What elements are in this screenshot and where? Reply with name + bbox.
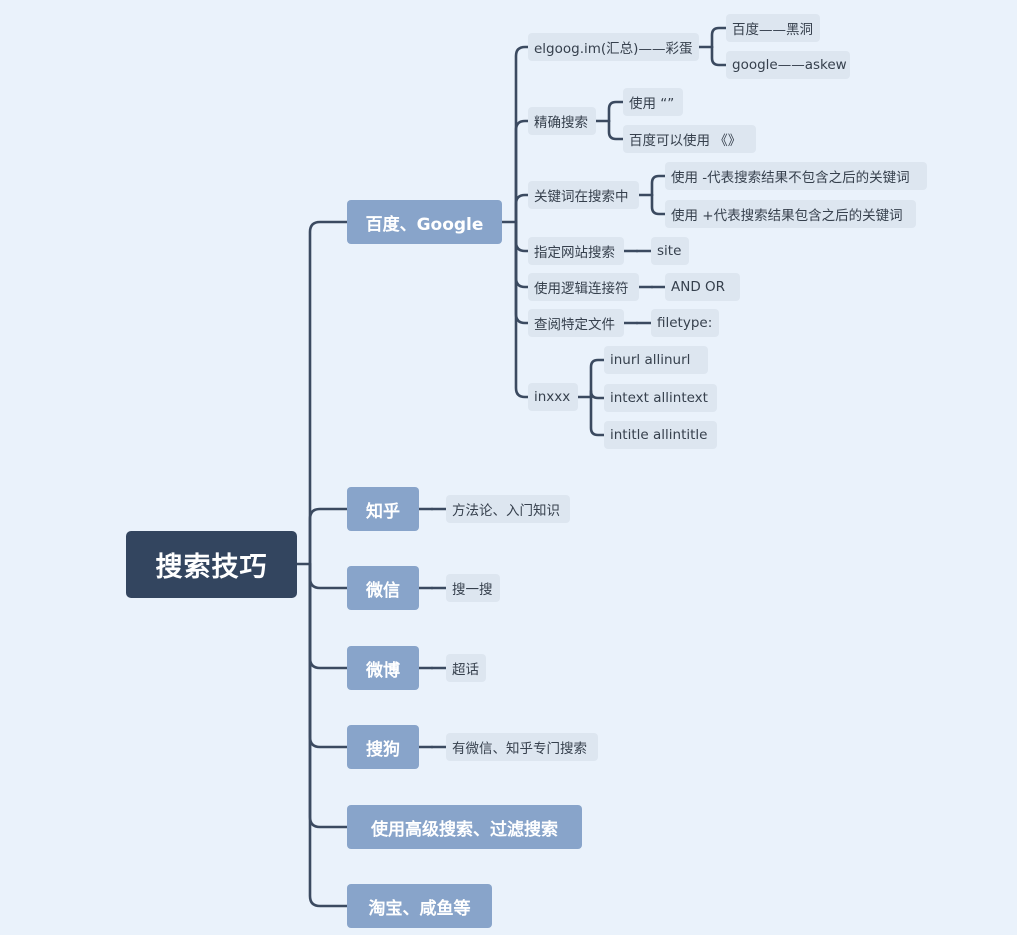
root-links-link-4 — [308, 562, 349, 749]
leaf-minus-operator[interactable]: 使用 -代表搜索结果不包含之后的关键词 — [665, 162, 927, 190]
leaf-plus-operator[interactable]: 使用 +代表搜索结果包含之后的关键词 — [665, 200, 916, 228]
google-links-link-0 — [514, 45, 530, 224]
leaf-site[interactable]: site — [651, 237, 689, 265]
topic-inxxx[interactable]: inxxx — [528, 383, 578, 411]
topic-keyword[interactable]: 关键词在搜索中 — [528, 181, 639, 209]
branch-zhihu[interactable]: 知乎 — [347, 487, 419, 531]
leaf-sogou-special[interactable]: 有微信、知乎专门搜索 — [446, 733, 598, 761]
root-links-link-0 — [308, 220, 349, 566]
leaf-souyisou[interactable]: 搜一搜 — [446, 574, 500, 602]
topic-logic-operators[interactable]: 使用逻辑连接符 — [528, 273, 639, 301]
root-links-link-3 — [308, 562, 349, 670]
exact-links-link-1 — [607, 119, 625, 141]
google-links-link-1 — [514, 119, 530, 224]
google-links-link-6 — [514, 220, 530, 399]
leaf-methodology[interactable]: 方法论、入门知识 — [446, 495, 570, 523]
root-links-link-2 — [308, 562, 349, 590]
branch-taobao-xianyu[interactable]: 淘宝、咸鱼等 — [347, 884, 492, 928]
leaf-intext[interactable]: intext allintext — [604, 384, 717, 412]
leaf-chaohua[interactable]: 超话 — [446, 654, 486, 682]
root-links-link-5 — [308, 562, 349, 829]
google-links-link-2 — [514, 193, 530, 224]
inxxx-links-link-1 — [589, 389, 606, 400]
elgoog-links-link-0 — [710, 26, 728, 49]
branch-baidu-google[interactable]: 百度、Google — [347, 200, 502, 244]
keyword-links-link-0 — [650, 174, 667, 197]
keyword-links-link-1 — [650, 193, 667, 216]
leaf-google-askew[interactable]: google——askew — [726, 51, 850, 79]
root-topic[interactable]: 搜索技巧 — [126, 531, 297, 598]
branch-weixin[interactable]: 微信 — [347, 566, 419, 610]
google-links-link-4 — [514, 220, 530, 289]
elgoog-links-link-1 — [710, 45, 728, 67]
topic-site-search[interactable]: 指定网站搜索 — [528, 237, 624, 265]
branch-sogou[interactable]: 搜狗 — [347, 725, 419, 769]
leaf-inurl[interactable]: inurl allinurl — [604, 346, 708, 374]
leaf-filetype[interactable]: filetype: — [651, 309, 719, 337]
topic-elgoog[interactable]: elgoog.im(汇总)——彩蛋 — [528, 33, 699, 61]
leaf-quotes[interactable]: 使用 “” — [623, 88, 683, 116]
exact-links-link-0 — [607, 100, 625, 123]
branch-advanced-search[interactable]: 使用高级搜索、过滤搜索 — [347, 805, 582, 849]
leaf-baidu-blackhole[interactable]: 百度——黑洞 — [726, 14, 820, 42]
leaf-book-marks[interactable]: 百度可以使用 《》 — [623, 125, 756, 153]
root-links-link-1 — [308, 507, 349, 566]
topic-filetype[interactable]: 查阅特定文件 — [528, 309, 624, 337]
topic-exact-search[interactable]: 精确搜索 — [528, 107, 596, 135]
google-links-link-5 — [514, 220, 530, 325]
branch-weibo[interactable]: 微博 — [347, 646, 419, 690]
root-links-link-6 — [308, 562, 349, 908]
inxxx-links-link-2 — [589, 395, 606, 437]
leaf-intitle[interactable]: intitle allintitle — [604, 421, 717, 449]
leaf-and-or[interactable]: AND OR — [665, 273, 740, 301]
inxxx-links-link-0 — [589, 358, 606, 399]
google-links-link-3 — [514, 220, 530, 253]
